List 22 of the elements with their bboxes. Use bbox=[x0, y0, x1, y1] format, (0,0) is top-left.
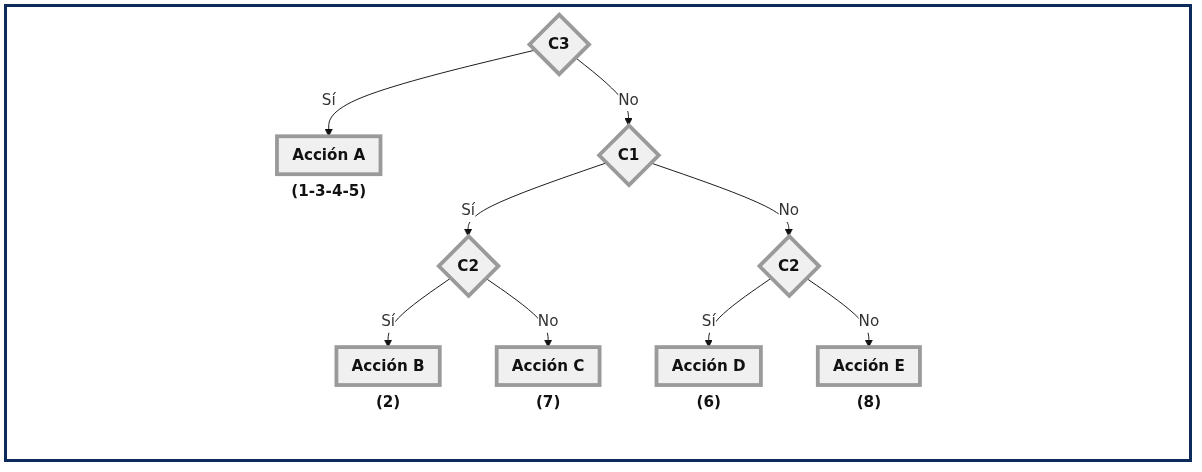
node-label: (6) bbox=[696, 392, 721, 411]
edge-label: No bbox=[778, 201, 800, 220]
node-box: Acción C bbox=[494, 345, 602, 387]
node-label: (1-3-4-5) bbox=[291, 181, 367, 200]
node-label: (2) bbox=[375, 392, 401, 411]
edge-label: Sí bbox=[381, 312, 396, 331]
node-label: (7) bbox=[535, 392, 561, 411]
node-diamond: C1 bbox=[596, 122, 662, 188]
edge-label: No bbox=[858, 312, 880, 331]
edge-label: No bbox=[618, 90, 639, 109]
node-label: (8) bbox=[856, 392, 882, 411]
edge-label: Sí bbox=[321, 90, 336, 109]
node-diamond: C2 bbox=[756, 233, 822, 299]
node-diamond: C3 bbox=[526, 11, 592, 77]
edge-label: Sí bbox=[461, 201, 476, 220]
node-box: Acción B bbox=[334, 345, 442, 387]
edge-label: No bbox=[537, 312, 559, 331]
node-box: Acción A bbox=[275, 134, 383, 177]
edge-label: Sí bbox=[701, 312, 716, 331]
node-diamond: C2 bbox=[436, 233, 502, 299]
node-box: Acción E bbox=[815, 345, 922, 387]
node-box: Acción D bbox=[654, 345, 763, 387]
